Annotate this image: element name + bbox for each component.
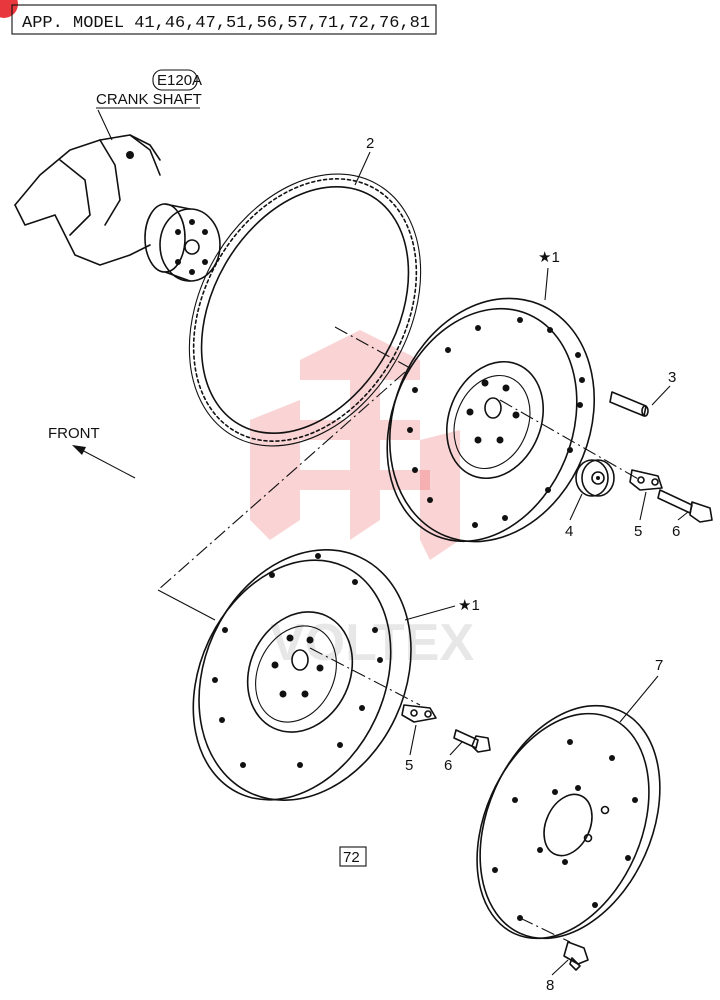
leader-washer-upper [639, 491, 647, 521]
ring-gear [188, 173, 422, 447]
alignment-lines [157, 326, 641, 706]
reference-code: E120A [157, 72, 202, 89]
page-number-box [339, 846, 367, 867]
callout-washer-upper: 5 [634, 523, 642, 540]
model-header-text: APP. MODEL 41,46,47,51,56,57,71,72,76,81 [22, 14, 430, 33]
callout-washer-lower: 5 [405, 757, 413, 774]
watermark-text: VOLTEX [270, 614, 474, 672]
front-label: FRONT [48, 425, 100, 442]
bolt-lower [453, 729, 491, 753]
page-number: 72 [343, 849, 360, 866]
washer-upper [629, 469, 663, 491]
front-arrow-icon [72, 445, 136, 479]
drive-plate [476, 704, 661, 940]
reference-name: CRANK SHAFT [96, 91, 202, 108]
callout-flywheel-lower: ★1 [458, 597, 480, 614]
leader-bearing [569, 493, 583, 521]
crank-shaft-reference: E120A CRANK SHAFT [96, 69, 202, 141]
pin [609, 391, 649, 417]
plate-bolt [519, 917, 589, 971]
callout-bolt-upper: 6 [672, 523, 680, 540]
leader-bolt-lower [449, 741, 463, 756]
callout-flywheel-upper: ★1 [538, 249, 560, 266]
leader-ring-gear [354, 151, 371, 186]
reference-code-box [152, 69, 198, 91]
bolt-upper [657, 489, 713, 523]
crank-shaft [14, 134, 221, 282]
leader-drive-plate [619, 675, 659, 723]
leader-bolt-upper [677, 511, 689, 521]
callout-bolt-lower: 6 [444, 757, 452, 774]
callout-pin: 3 [668, 369, 676, 386]
callout-drive-plate: 7 [655, 657, 663, 674]
flywheel-upper [386, 297, 596, 543]
leader-washer-lower [409, 724, 417, 756]
flywheel-lower [192, 549, 412, 801]
leader-pin [651, 385, 671, 406]
leader-flywheel-lower [404, 605, 456, 621]
reference-leader [97, 109, 113, 141]
model-header-box [11, 4, 437, 35]
corner-marker [0, 0, 18, 18]
leader-plate-bolt [551, 959, 569, 976]
washer-lower [401, 704, 437, 723]
callout-ring-gear: 2 [366, 135, 374, 152]
bearing [575, 459, 615, 497]
callout-bearing: 4 [565, 523, 573, 540]
callout-plate-bolt: 8 [546, 977, 554, 994]
leader-flywheel-upper [544, 267, 549, 301]
